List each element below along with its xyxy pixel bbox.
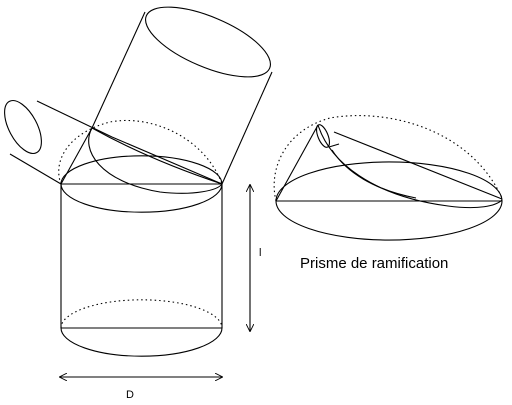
main-cylinder-bottom-hidden-arc [60, 299, 223, 329]
large-cylinder-intersection-curve [88, 127, 223, 194]
height-label: l [259, 247, 261, 259]
main-cylinder [60, 155, 223, 357]
detail-inner-curve [331, 149, 417, 199]
small-cylinder-inner-edge [111, 136, 223, 185]
branch-prism-detail [273, 115, 503, 241]
main-cylinder-bottom-front-arc [60, 327, 223, 357]
detail-edge-top [333, 131, 503, 200]
large-branch-cylinder [88, 6, 273, 194]
small-cylinder-end-ellipse [4, 100, 42, 154]
small-branch-cylinder [4, 100, 223, 185]
large-cylinder-left-edge [91, 11, 146, 129]
diameter-label: D [126, 389, 134, 401]
branch-prism-edge-1 [60, 127, 93, 185]
detail-dotted-outline [273, 115, 503, 202]
large-cylinder-top-ellipse [145, 6, 271, 78]
caption-prism: Prisme de ramification [300, 255, 448, 272]
small-cylinder-bottom-edge [9, 153, 62, 185]
branch-prism-curve [91, 127, 223, 185]
small-cylinder-top-edge [36, 100, 113, 138]
large-cylinder-right-edge [221, 71, 273, 185]
detail-small-edge [328, 143, 340, 148]
detail-edge-left [275, 124, 319, 202]
branch-prism [58, 119, 223, 185]
detail-small-ellipse [316, 124, 330, 148]
height-dimension: l [250, 185, 261, 331]
diameter-dimension: D [60, 377, 222, 401]
